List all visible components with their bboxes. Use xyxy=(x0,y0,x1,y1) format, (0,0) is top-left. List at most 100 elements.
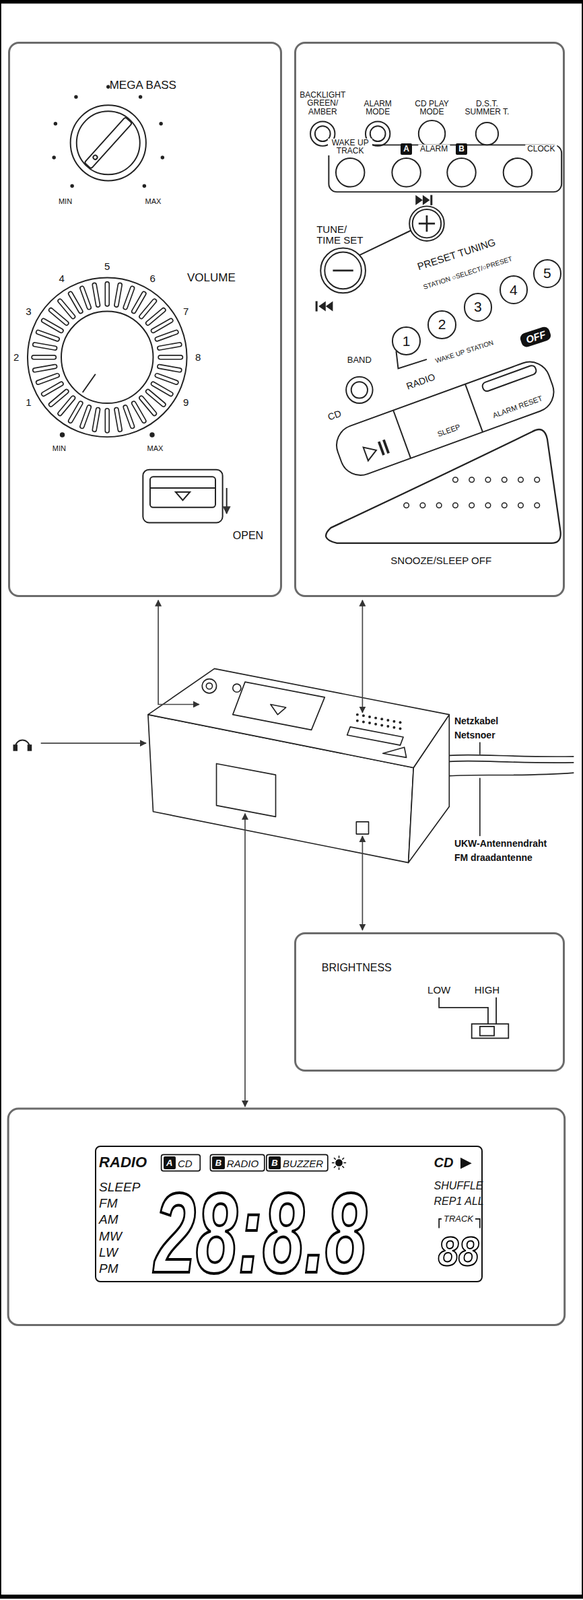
snooze-dot xyxy=(453,477,459,483)
off-badge: OFF xyxy=(519,325,553,349)
device-button xyxy=(386,725,390,728)
dial-grip xyxy=(133,403,145,421)
dial-grip xyxy=(148,391,164,405)
clock-radio-unit xyxy=(148,668,450,863)
dial-number: 5 xyxy=(104,261,110,272)
button-label: 1 xyxy=(402,333,411,350)
snooze-dot xyxy=(403,502,410,509)
open-button xyxy=(226,488,228,514)
control-buttons xyxy=(391,158,421,187)
control-buttons xyxy=(310,120,562,544)
snooze-dot xyxy=(436,502,442,509)
dial-grip xyxy=(38,375,58,383)
clock-radio-unit xyxy=(232,681,325,730)
dial-grip xyxy=(125,288,132,308)
dial-grip xyxy=(82,288,89,308)
alarm-tag: A xyxy=(400,143,413,155)
clock-radio-unit xyxy=(216,763,277,817)
control-label: RADIO xyxy=(404,372,437,392)
dial-grip xyxy=(141,397,155,414)
lcd-indicators xyxy=(210,1154,264,1171)
dial-number: 3 xyxy=(25,306,31,318)
dial-number: 4 xyxy=(59,273,65,285)
dial-grip xyxy=(94,284,98,305)
pointer-arrow xyxy=(362,836,364,931)
sun-icon xyxy=(341,1166,345,1169)
cables xyxy=(449,761,574,764)
control-buttons xyxy=(315,300,318,312)
device-button xyxy=(356,713,359,717)
control-label: FM xyxy=(98,1196,118,1211)
scale-dot xyxy=(160,155,165,159)
dial-grip xyxy=(159,366,180,371)
sun-icon xyxy=(331,1162,335,1164)
control-label: WAKE UP TRACK xyxy=(327,138,373,155)
lcd-indicators xyxy=(161,1154,201,1171)
dial-number: 6 xyxy=(150,273,156,285)
dial-grip xyxy=(153,320,171,331)
dial-number: 1 xyxy=(25,397,31,408)
dial-number: 2 xyxy=(13,352,19,363)
control-buttons xyxy=(418,120,445,147)
brightness-switch xyxy=(479,1026,495,1037)
dial-grip xyxy=(33,356,54,359)
pointer-arrow xyxy=(41,600,363,1107)
control-label: RADIO xyxy=(98,1155,147,1171)
sun-icon xyxy=(333,1157,336,1160)
button-label: 5 xyxy=(543,265,552,282)
control-label: MIN xyxy=(58,198,73,207)
control-buttons xyxy=(481,364,538,392)
dial-grip xyxy=(51,391,67,405)
button-label: A xyxy=(166,1157,173,1169)
clock-radio-unit xyxy=(206,683,213,690)
dial-grip xyxy=(51,310,67,324)
pointer-arrow xyxy=(158,600,200,705)
scale-dot xyxy=(106,84,110,89)
control-buttons xyxy=(409,206,445,242)
brightness-switch xyxy=(438,997,509,1039)
device-button xyxy=(362,714,365,717)
volume-dial xyxy=(60,432,64,437)
snooze-dot xyxy=(534,477,540,483)
control-label: TUNE/ TIME SET xyxy=(316,224,368,246)
snooze-dot xyxy=(420,502,426,509)
control-buttons xyxy=(370,125,386,142)
dial-grip xyxy=(38,375,58,383)
control-buttons xyxy=(418,215,435,232)
page-frame xyxy=(0,1594,583,1599)
open-button xyxy=(142,469,223,524)
control-buttons xyxy=(382,439,390,454)
device-button xyxy=(392,726,396,730)
dial-grip xyxy=(43,320,62,331)
device-button xyxy=(399,721,402,724)
control-label: SNOOZE/SLEEP OFF xyxy=(390,555,492,567)
device-button xyxy=(380,723,384,727)
headphone-symbol xyxy=(13,740,31,751)
control-buttons xyxy=(335,158,365,187)
scale-dot xyxy=(158,121,163,126)
preset-button: 3 xyxy=(463,292,493,322)
open-button xyxy=(150,476,216,507)
mega-bass-knob xyxy=(76,111,141,175)
dial-grip xyxy=(59,397,73,414)
dial-grip xyxy=(105,284,109,305)
device-button xyxy=(368,715,371,719)
scale-dot xyxy=(142,183,147,188)
dial-number: 7 xyxy=(183,306,189,318)
button-label: B xyxy=(271,1157,278,1169)
device-button xyxy=(374,723,377,726)
open-button xyxy=(150,487,216,489)
volume-dial xyxy=(27,278,188,438)
open-button xyxy=(175,492,190,501)
dial-grip xyxy=(43,383,62,394)
control-label: SLEEP xyxy=(436,423,462,439)
control-label: AM xyxy=(98,1213,119,1227)
page-frame xyxy=(581,0,583,1599)
control-label: BAND xyxy=(347,356,372,366)
clock-radio-unit xyxy=(383,747,407,758)
dial-grip xyxy=(82,407,89,427)
preset-button: 5 xyxy=(533,259,562,288)
scale-dot xyxy=(138,94,143,99)
page-frame xyxy=(0,0,2,1599)
